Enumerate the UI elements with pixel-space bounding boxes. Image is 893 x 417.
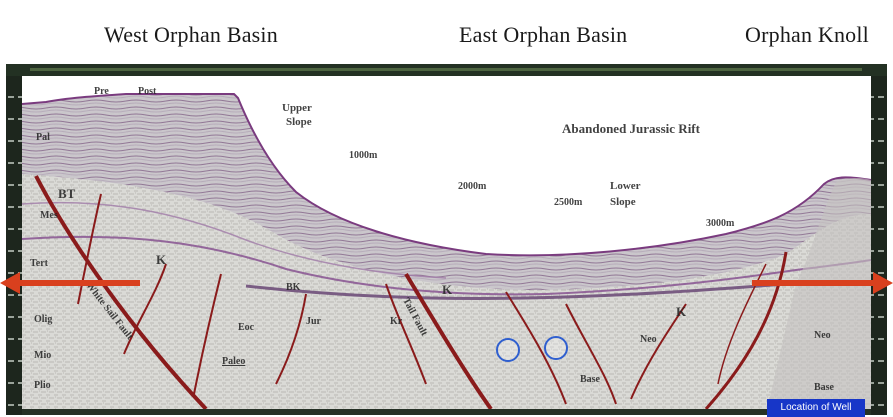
arrow-head-left xyxy=(0,272,20,294)
label-lower: Lower xyxy=(610,180,641,192)
label-post: Post xyxy=(138,86,157,97)
seismic-image xyxy=(6,64,887,415)
label-depth-2500: 2500m xyxy=(554,197,583,208)
label-bt: BT xyxy=(58,186,76,201)
orphan-knoll-title: Orphan Knoll xyxy=(745,22,869,47)
label-depth-2000: 2000m xyxy=(458,181,487,192)
label-mes: Mes xyxy=(40,210,58,221)
label-olig: Olig xyxy=(34,314,53,325)
label-abandoned-rift: Abandoned Jurassic Rift xyxy=(562,121,700,136)
label-plio: Plio xyxy=(34,380,51,391)
label-slope-lower: Slope xyxy=(610,196,636,208)
label-bk: BK xyxy=(286,282,301,293)
extension-arrow-left xyxy=(0,272,140,294)
label-depth-3000: 3000m xyxy=(706,218,735,229)
label-base-right: Base xyxy=(814,382,834,393)
label-tert: Tert xyxy=(30,258,48,269)
label-kr: Kr xyxy=(390,316,403,327)
label-slope-upper: Slope xyxy=(286,116,312,128)
header: West Orphan Basin East Orphan Basin Orph… xyxy=(0,0,893,64)
label-paleo: Paleo xyxy=(222,356,246,367)
well-marker-2 xyxy=(544,336,568,360)
label-upper: Upper xyxy=(282,102,312,114)
east-orphan-basin-title: East Orphan Basin xyxy=(459,22,628,47)
west-orphan-basin-title: West Orphan Basin xyxy=(104,22,278,47)
label-neo: Neo xyxy=(640,334,657,345)
label-pre: Pre xyxy=(94,86,109,97)
seismic-section: Pre Post Upper Slope Abandoned Jurassic … xyxy=(6,64,887,415)
extension-arrow-right xyxy=(752,272,893,294)
label-neo-right: Neo xyxy=(814,330,831,341)
arrow-shaft-left xyxy=(18,280,140,286)
label-base: Base xyxy=(580,374,600,385)
arrow-shaft-right xyxy=(752,280,875,286)
label-mio: Mio xyxy=(34,350,52,361)
arrow-head-right xyxy=(873,272,893,294)
location-of-well-badge: Location of Well xyxy=(767,399,865,417)
label-k-mid: K xyxy=(442,282,453,297)
label-k-right: K xyxy=(676,304,687,319)
label-jur: Jur xyxy=(306,316,321,327)
label-eoc: Eoc xyxy=(238,322,255,333)
label-pal: Pal xyxy=(36,132,50,143)
label-k-left: K xyxy=(156,252,167,267)
label-depth-1000: 1000m xyxy=(349,150,378,161)
well-marker-1 xyxy=(496,338,520,362)
